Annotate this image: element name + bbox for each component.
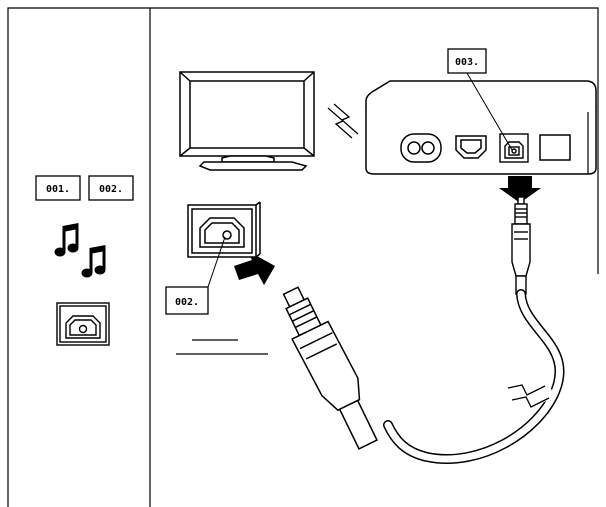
label-box-002: 002. — [88, 175, 134, 201]
optical-plug-large — [282, 286, 378, 450]
optical-port-icon — [56, 302, 110, 346]
label-002-text: 002. — [99, 184, 123, 195]
music-notes-icon — [54, 223, 106, 278]
label-001-text: 001. — [46, 184, 70, 195]
power-port-icon — [400, 133, 442, 163]
label-box-001: 001. — [35, 175, 81, 201]
box-optical-port-icon — [499, 133, 529, 163]
wireless-signal-icon — [327, 103, 359, 139]
square-port-icon — [539, 134, 571, 161]
hdmi-port-icon — [455, 135, 487, 159]
diagonal-arrow-icon — [234, 250, 275, 285]
surface-lines — [176, 339, 268, 355]
tv-icon — [179, 71, 315, 171]
optical-plug-box — [511, 196, 531, 295]
page-frame — [7, 7, 599, 507]
cable-break-icon — [507, 377, 555, 413]
callout-002-text: 002. — [175, 297, 199, 308]
optical-cable — [383, 289, 565, 464]
callout-003: 003. — [447, 48, 513, 151]
wall-optical-port-icon — [187, 201, 261, 258]
down-arrow-icon — [499, 176, 541, 203]
callout-003-text: 003. — [455, 57, 479, 68]
callout-002: 002. — [165, 236, 226, 315]
